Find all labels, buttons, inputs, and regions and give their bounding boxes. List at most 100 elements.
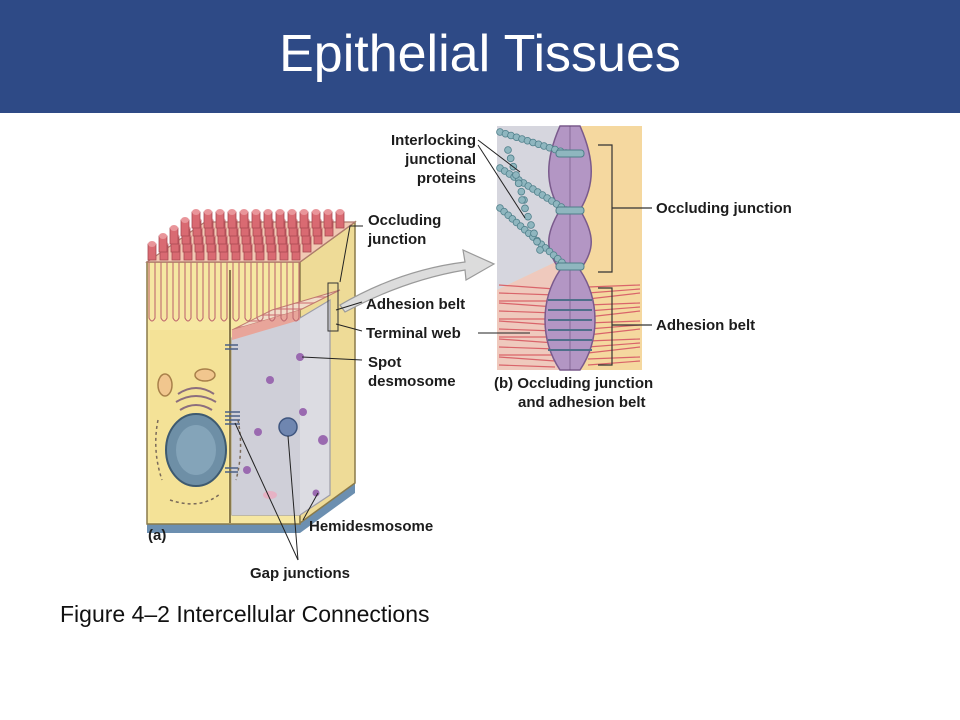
protein-bead [536,246,544,254]
zoom-arrow [339,248,496,313]
spot-desmosome-dot [296,353,304,361]
title-bar [0,0,960,113]
microvillus-core [208,262,216,322]
actin-filament [587,324,641,330]
mitochondrion [194,368,216,382]
label-interlocking-line1: Interlocking [391,132,476,149]
label-adhesion-belt-a: Adhesion belt [366,296,465,313]
terminal-web-edge [232,310,300,340]
desmosome-dot [318,435,328,445]
protein-bead [524,212,532,221]
microvillus-core [148,262,156,322]
gap-junction-plaque [278,417,298,437]
microvillus [169,225,179,245]
panel-b-caption-line2: and adhesion belt [518,394,646,411]
label-hemidesmosome: Hemidesmosome [309,518,433,535]
microvillus-core [256,262,264,322]
actin-filament [587,346,641,354]
actin-filament [587,360,641,366]
leader-lines [234,139,530,561]
microvillus [275,209,285,229]
protein-bead [533,237,541,246]
microvillus [239,209,249,229]
microvillus [251,209,261,229]
label-gap-junctions: Gap junctions [250,565,350,582]
protein-bead [506,154,515,163]
microvillus [158,233,168,253]
label-terminal-web: Terminal web [366,325,461,342]
occluding-junction-strands [555,149,585,271]
panel-a-tissue-block [145,209,496,533]
microvillus-core [292,262,300,322]
actin-filament [587,310,641,318]
figure-caption: Figure 4–2 Intercellular Connections [60,601,430,627]
microvillus-core [184,262,192,322]
adhesion-belt-cadherins [548,299,592,351]
actin-filament [587,292,641,300]
microvillus [191,209,201,229]
protein-bead [514,179,523,188]
protein-bead [518,196,526,204]
actin-filament [498,338,556,344]
slide-title: Epithelial Tissues [279,25,681,83]
panel-a-tag: (a) [148,527,166,544]
microvillus-core [280,262,288,322]
label-adhesion-belt-b: Adhesion belt [656,317,755,334]
protein-bead [512,171,520,179]
microvillus [323,209,333,229]
desmosome-dot [299,408,307,416]
microvillus-core [268,262,276,322]
microvillus [203,209,213,229]
microvillus-core [160,262,168,322]
golgi-apparatus [175,387,217,411]
microvillus-core [196,262,204,322]
microvillus-core [232,262,240,322]
label-interlocking-line3: proteins [417,170,476,187]
desmosome-dot [243,466,251,474]
panel-b-detail [496,125,652,371]
interlocking-junctional-proteins [496,128,570,270]
protein-bead [517,187,526,196]
actin-filament [498,356,556,362]
actin-filament [587,356,641,360]
cut-face-shade [232,318,300,515]
actin-filament [587,320,641,324]
actin-filament [587,288,641,294]
adhesion-belt-bracket [598,287,613,366]
panel-b-caption-line1: (b) Occluding junction [494,375,653,392]
microvillus-core [244,262,252,322]
microvillus [227,209,237,229]
actin-filament [498,346,556,350]
hemidesmosome-dot [312,489,320,497]
label-spot-desmosome-line2: desmosome [368,373,456,390]
hemidesmosome-patch [263,491,277,499]
microvillus [215,209,225,229]
actin-filament [587,284,641,288]
actin-filament [587,328,641,336]
actin-filament [498,292,556,296]
actin-filament [498,284,556,290]
protein-bead [521,204,529,213]
actin-filament [587,302,641,306]
label-occluding-junction-a-line1: Occluding [368,212,441,229]
desmosome-dot [266,376,274,384]
microvillus-core [220,262,228,322]
protein-bead [530,229,538,238]
actin-filament [498,364,556,368]
protein-bead [504,146,512,154]
occluding-junction-box [327,282,339,332]
microvillus [180,217,190,237]
actin-filament [587,306,641,312]
microvillus-core [172,262,180,322]
actin-filament [587,338,641,342]
label-interlocking-line2: junctional [404,151,476,168]
microvillus [299,209,309,229]
microvilli [147,209,345,261]
gap-junction-ladder [225,344,240,473]
label-spot-desmosome-line1: Spot [368,354,401,371]
endoplasmic-reticulum [155,419,242,505]
microvillus [263,209,273,229]
microvillus [287,209,297,229]
nucleolus-region [176,425,216,475]
